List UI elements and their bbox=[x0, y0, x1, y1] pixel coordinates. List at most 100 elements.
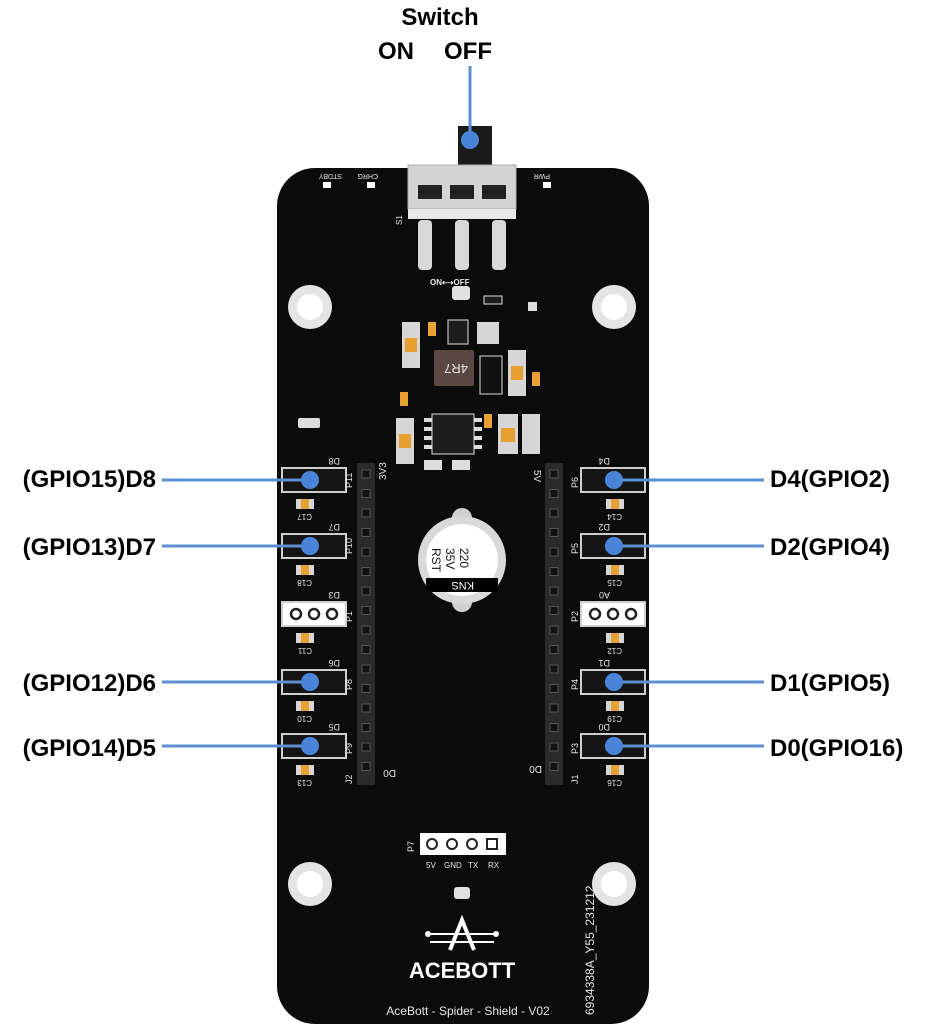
rail-pin bbox=[361, 528, 371, 537]
svg-text:CHRG: CHRG bbox=[357, 172, 378, 179]
rail-pin bbox=[361, 469, 371, 479]
rail-pin bbox=[549, 469, 559, 479]
rail-label-3v3: 3V3 bbox=[378, 462, 389, 480]
callout-dot-left bbox=[301, 471, 319, 489]
cap-label: C12 bbox=[607, 646, 622, 655]
port-label: P11 bbox=[344, 473, 354, 488]
rail-pin bbox=[549, 762, 559, 771]
pin-label: D3 bbox=[328, 590, 340, 600]
switch-off-label: OFF bbox=[444, 38, 492, 65]
cap-body bbox=[611, 701, 619, 711]
cap-label: C13 bbox=[297, 778, 312, 787]
cap-body bbox=[301, 633, 309, 643]
cap-label: C16 bbox=[607, 778, 622, 787]
s1-label: S1 bbox=[395, 215, 404, 225]
header-j1: J1 bbox=[570, 774, 580, 784]
callout-d2-gpio4: D2(GPIO4) bbox=[770, 534, 891, 561]
rail-pin bbox=[549, 742, 559, 752]
pin-hole bbox=[307, 607, 321, 621]
rail-label-d0-left: D0 bbox=[383, 767, 396, 778]
callout-dot-left bbox=[301, 737, 319, 755]
serial-header-p7: P7 5V GND TX RX bbox=[406, 833, 506, 870]
pin-hole bbox=[606, 607, 620, 621]
port-label: P1 bbox=[344, 611, 354, 622]
port-label: P8 bbox=[344, 679, 354, 690]
rail-pin bbox=[549, 723, 559, 732]
cap-body bbox=[611, 565, 619, 575]
svg-text:KNS: KNS bbox=[451, 579, 474, 591]
svg-text:STDBY: STDBY bbox=[318, 172, 342, 179]
rail-pin bbox=[549, 625, 559, 635]
port-label: P10 bbox=[344, 538, 354, 554]
cap-label: C11 bbox=[297, 646, 312, 655]
pin-label: D4 bbox=[598, 456, 610, 466]
port-label: P3 bbox=[570, 743, 580, 754]
rail-pin bbox=[361, 547, 371, 557]
rail-pin bbox=[361, 508, 371, 518]
rail-pin bbox=[361, 567, 371, 576]
mounting-holes bbox=[288, 285, 636, 906]
rail-pin bbox=[549, 586, 559, 596]
rail-pin bbox=[361, 586, 371, 596]
rail-pin bbox=[549, 508, 559, 518]
pin-label: D8 bbox=[328, 456, 340, 466]
callout-gpio13-d7: (GPIO13)D7 bbox=[22, 534, 156, 561]
port-label: P5 bbox=[570, 543, 580, 554]
cap-body bbox=[301, 765, 309, 775]
ic-u2 bbox=[431, 413, 475, 455]
cap-body bbox=[301, 701, 309, 711]
cap-body bbox=[301, 499, 309, 509]
svg-text:35V: 35V bbox=[443, 548, 457, 569]
callout-dot-left bbox=[301, 673, 319, 691]
rail-pin bbox=[361, 489, 371, 498]
pin-hole bbox=[325, 607, 339, 621]
rail-pin bbox=[361, 723, 371, 732]
cap-body bbox=[301, 565, 309, 575]
rail-pin bbox=[361, 625, 371, 635]
switch-silk-label: ON⟷OFF bbox=[430, 278, 470, 287]
svg-text:GND: GND bbox=[444, 861, 462, 870]
pin-label: D0 bbox=[598, 722, 610, 732]
cap-body bbox=[611, 765, 619, 775]
rail-pin bbox=[361, 703, 371, 713]
callout-dot-right bbox=[605, 673, 623, 691]
callout-lines bbox=[162, 471, 764, 755]
callout-dot-right bbox=[605, 471, 623, 489]
port-label: P2 bbox=[570, 611, 580, 622]
rail-pin bbox=[549, 645, 559, 654]
port-label: P6 bbox=[570, 477, 580, 488]
port-label: P4 bbox=[570, 679, 580, 690]
svg-text:P7: P7 bbox=[406, 841, 416, 852]
callout-dot-right bbox=[605, 537, 623, 555]
header-rails bbox=[357, 463, 563, 785]
pin-label: D6 bbox=[328, 658, 340, 668]
svg-text:5V: 5V bbox=[426, 861, 436, 870]
pin-label: D1 bbox=[598, 658, 610, 668]
rail-pin bbox=[361, 742, 371, 752]
pin-hole bbox=[624, 607, 638, 621]
rail-pin bbox=[549, 528, 559, 537]
rail-pin bbox=[549, 567, 559, 576]
pin-label: D2 bbox=[598, 522, 610, 532]
callout-d0-gpio16: D0(GPIO16) bbox=[770, 735, 904, 762]
pin-hole bbox=[289, 607, 303, 621]
callout-gpio12-d6: (GPIO12)D6 bbox=[22, 670, 156, 697]
cap-body bbox=[611, 499, 619, 509]
rail-pin bbox=[549, 684, 559, 693]
callout-dot-right bbox=[605, 737, 623, 755]
svg-text:TX: TX bbox=[468, 861, 479, 870]
acebott-logo: ACEBOTT bbox=[409, 914, 516, 983]
callout-d1-gpio5: D1(GPIO5) bbox=[770, 670, 891, 697]
rail-pin bbox=[549, 547, 559, 557]
status-leds: STDBY CHRG PWR bbox=[318, 172, 551, 188]
svg-text:4R7: 4R7 bbox=[444, 361, 468, 376]
inductor-l1 bbox=[434, 350, 474, 386]
power-components: 4R7 bbox=[298, 286, 540, 470]
cap-label: C15 bbox=[607, 578, 622, 587]
svg-text:PWR: PWR bbox=[534, 172, 550, 179]
rail-label-d0-right: D0 bbox=[529, 763, 542, 774]
cap-label: C18 bbox=[297, 578, 312, 587]
svg-text:ACEBOTT: ACEBOTT bbox=[409, 958, 516, 983]
